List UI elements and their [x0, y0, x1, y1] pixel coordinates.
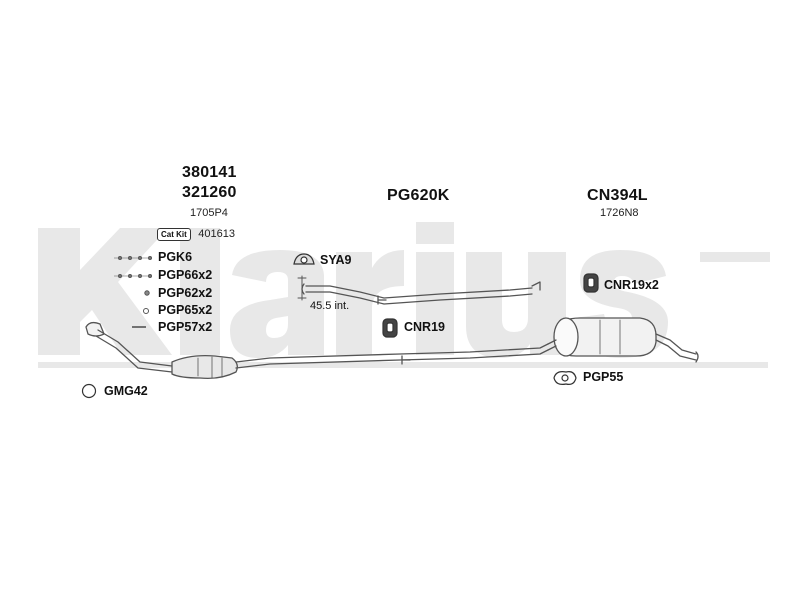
front-flange: [85, 321, 105, 337]
clamp-dimension: [297, 275, 307, 301]
middle-code: PG620K: [387, 187, 450, 204]
left-code-2: 321260: [182, 184, 237, 201]
front-pipe-upper: [97, 329, 173, 367]
kit-item-pgp62: PGP62x2: [158, 286, 213, 300]
sya9-label: SYA9: [320, 253, 352, 267]
pgp62-nut-icon: [144, 290, 150, 296]
cat-kit-badge: Cat Kit: [157, 228, 191, 241]
gmg42-ring-icon: [81, 383, 97, 399]
cnr19x2-label: CNR19x2: [604, 278, 659, 292]
left-ref: 1705P4: [190, 207, 228, 219]
kit-item-pgp65: PGP65x2: [158, 303, 213, 317]
mid-pipe-upper: [235, 343, 549, 363]
clamp-length-label: 45.5 int.: [310, 300, 350, 312]
left-code-1: 380141: [182, 164, 237, 181]
cat-kit-row: Cat Kit 401613: [157, 224, 235, 242]
sya9-clamp-icon: [293, 253, 315, 265]
tailpipe: [655, 333, 697, 355]
gmg42-label: GMG42: [104, 384, 148, 398]
pgp65-washer-icon: [143, 308, 149, 314]
kit-item-pgp66: PGP66x2: [158, 268, 213, 282]
cnr19-label: CNR19: [404, 320, 445, 334]
pgp55-label: PGP55: [583, 370, 624, 384]
catalytic-converter: [171, 354, 238, 380]
pgk6-bolts-icon: [114, 256, 152, 260]
kit-item-pgp57: PGP57x2: [158, 320, 213, 334]
mid-pipe-lower: [235, 349, 549, 369]
front-pipe-lower: [95, 335, 173, 373]
pgp66-bolts-icon: [114, 274, 152, 278]
cat-kit-number: 401613: [198, 228, 235, 240]
upper-pipe: [305, 285, 533, 299]
right-ref: 1726N8: [600, 207, 639, 219]
right-code: CN394L: [587, 187, 648, 204]
kit-item-pgk6: PGK6: [158, 250, 193, 264]
